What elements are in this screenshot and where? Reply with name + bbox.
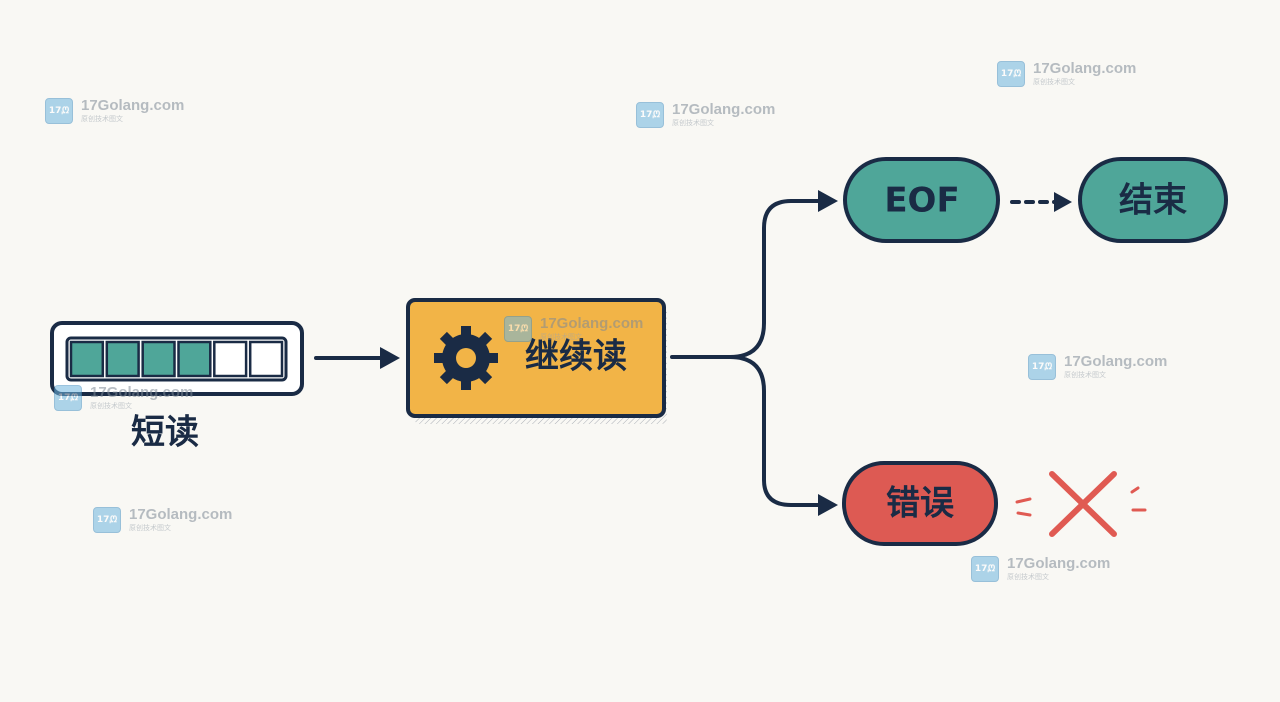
watermark-subtitle: 原创技术图文: [672, 120, 714, 127]
buffer-segments: [69, 340, 284, 378]
watermark-domain: 17Golang.com: [672, 101, 776, 118]
buffer-segment-filled: [69, 340, 105, 378]
eof-label: EOF: [884, 181, 959, 221]
watermark-logo-icon: 17ᘻ: [971, 556, 999, 582]
buffer-segment-filled: [141, 340, 176, 378]
watermark: 17ᘻ 17Golang.com 原创技术图文: [1028, 354, 1167, 380]
watermark-domain: 17Golang.com: [1033, 60, 1137, 77]
watermark-domain: 17Golang.com: [540, 315, 644, 332]
watermark-logo-icon: 17ᘻ: [1028, 354, 1056, 380]
error-label: 错误: [886, 484, 954, 524]
watermark: 17ᘻ 17Golang.com 原创技术图文: [971, 556, 1110, 582]
buffer-segment-filled: [177, 340, 212, 378]
watermark: 17ᘻ 17Golang.com 原创技术图文: [45, 98, 184, 124]
continue-read-box: [406, 298, 666, 418]
error-x-icon: [1015, 471, 1147, 537]
watermark-subtitle: 原创技术图文: [81, 116, 123, 123]
buffer-segment-empty: [248, 340, 284, 378]
gear-icon: [434, 326, 498, 390]
end-label: 结束: [1119, 181, 1187, 221]
watermark-logo-icon: 17ᘻ: [504, 316, 532, 342]
watermark-subtitle: 原创技术图文: [90, 403, 132, 410]
watermark-domain: 17Golang.com: [90, 384, 194, 401]
eof-node: EOF: [843, 157, 1000, 243]
watermark-subtitle: 原创技术图文: [1064, 372, 1106, 379]
end-node: 结束: [1078, 157, 1228, 243]
watermark: 17ᘻ 17Golang.com 原创技术图文: [504, 316, 643, 342]
continue-read-node: 继续读: [406, 298, 667, 424]
short-read-label: 短读: [131, 413, 199, 453]
buffer-segment-empty: [213, 340, 248, 378]
watermark-logo-icon: 17ᘻ: [54, 385, 82, 411]
arrow-to-continue: [314, 347, 400, 369]
watermark: 17ᘻ 17Golang.com 原创技术图文: [636, 102, 775, 128]
watermark-domain: 17Golang.com: [129, 506, 233, 523]
watermark-domain: 17Golang.com: [1064, 353, 1168, 370]
watermark: 17ᘻ 17Golang.com 原创技术图文: [93, 507, 232, 533]
buffer-segment-filled: [105, 340, 140, 378]
watermark-logo-icon: 17ᘻ: [93, 507, 121, 533]
watermark-logo-icon: 17ᘻ: [45, 98, 73, 124]
watermark-domain: 17Golang.com: [81, 97, 185, 114]
short-read-node: 短读: [50, 321, 304, 453]
watermark-logo-icon: 17ᘻ: [636, 102, 664, 128]
dotted-arrow-to-end: [1010, 192, 1072, 212]
watermark-subtitle: 原创技术图文: [540, 334, 582, 341]
watermark-subtitle: 原创技术图文: [129, 525, 171, 532]
error-node: 错误: [842, 461, 998, 546]
watermark-subtitle: 原创技术图文: [1007, 574, 1049, 581]
watermark-logo-icon: 17ᘻ: [997, 61, 1025, 87]
watermark: 17ᘻ 17Golang.com 原创技术图文: [997, 61, 1136, 87]
watermark-subtitle: 原创技术图文: [1033, 79, 1075, 86]
branch-connector: [670, 190, 838, 516]
watermark: 17ᘻ 17Golang.com 原创技术图文: [54, 385, 193, 411]
continue-read-label: 继续读: [525, 337, 627, 377]
watermark-domain: 17Golang.com: [1007, 555, 1111, 572]
